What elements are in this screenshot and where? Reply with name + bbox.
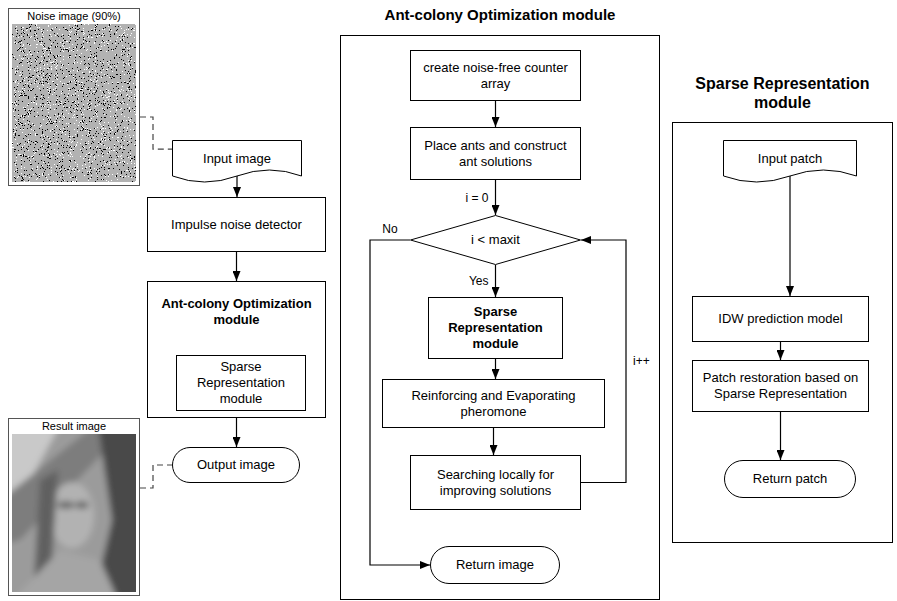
image-frame: Result image (8, 418, 140, 596)
edge-label: No (380, 222, 399, 236)
flow-arrow (780, 412, 781, 460)
flow-arrow (581, 240, 626, 483)
dashed-leader (140, 117, 172, 149)
process-box: Sparse Representation module (176, 355, 306, 411)
dashed-leader (140, 465, 172, 488)
process-box: Place ants and construct ant solutions (410, 127, 581, 180)
node-text: Searching locally for improving solution… (417, 467, 574, 499)
diamond-path (411, 216, 581, 265)
document-shape: Input image (172, 140, 302, 186)
process-box: IDW prediction model (692, 296, 869, 342)
node-text: Impulse noise detector (171, 217, 302, 233)
node-text: IDW prediction model (718, 311, 842, 327)
process-box: Sparse Representation module (428, 297, 563, 359)
image-caption: Noise image (90%) (9, 10, 139, 23)
edge-label: i = 0 (464, 191, 491, 205)
node-text: Sparse Representation module (435, 304, 556, 352)
flow-arrow (495, 265, 496, 297)
document-shape: Input patch (723, 140, 857, 186)
image-caption: Result image (9, 420, 139, 433)
node-text: Sparse Representation module (183, 359, 299, 407)
panel-title: Ant-colony Optimization module (340, 6, 660, 24)
flow-arrow (495, 359, 496, 379)
flow-arrow (789, 176, 790, 296)
document-path (724, 141, 857, 183)
process-box: create noise-free counter array (410, 50, 581, 101)
module-title: Ant-colony Optimization module (148, 296, 325, 328)
process-box: Patch restoration based on Sparse Repres… (692, 360, 869, 412)
flow-arrow (780, 342, 781, 360)
flow-arrow (493, 428, 494, 455)
node-text: Input image (203, 151, 271, 167)
terminator: Output image (172, 447, 300, 483)
flow-arrow (495, 101, 496, 127)
result-picture (12, 434, 136, 592)
terminator: Return image (430, 546, 560, 584)
node-text: Return patch (753, 471, 827, 487)
node-text: Input patch (758, 151, 822, 167)
flow-arrow (236, 252, 237, 281)
node-text: Patch restoration based on Sparse Repres… (699, 370, 862, 402)
module-panel: Sparse Representation moduleInput patchI… (672, 74, 893, 543)
terminator: Return patch (724, 460, 856, 498)
flow-arrow (236, 418, 237, 447)
document-path (173, 141, 302, 183)
panel-title: Sparse Representation module (672, 74, 893, 112)
edge-label: Yes (467, 274, 491, 288)
flow-arrow (236, 176, 237, 197)
node-text: create noise-free counter array (417, 60, 574, 92)
image-frame: Noise image (90%) (8, 8, 140, 186)
flow-arrow (495, 180, 496, 215)
node-text: Reinforcing and Evaporating pheromone (389, 388, 598, 420)
process-box: Reinforcing and Evaporating pheromone (382, 379, 605, 428)
node-text: Place ants and construct ant solutions (417, 138, 574, 170)
edge-label: i++ (631, 354, 652, 368)
module-box: Ant-colony Optimization moduleSparse Rep… (147, 281, 326, 418)
process-box: Impulse noise detector (147, 197, 326, 252)
process-box: Searching locally for improving solution… (410, 455, 581, 510)
node-text: i < maxit (471, 232, 520, 248)
module-panel: Ant-colony Optimization module create noi… (340, 6, 660, 600)
node-text: Output image (197, 457, 275, 473)
decision-diamond: i < maxit (410, 215, 581, 265)
node-text: Return image (456, 557, 534, 573)
noise-picture (12, 24, 136, 182)
